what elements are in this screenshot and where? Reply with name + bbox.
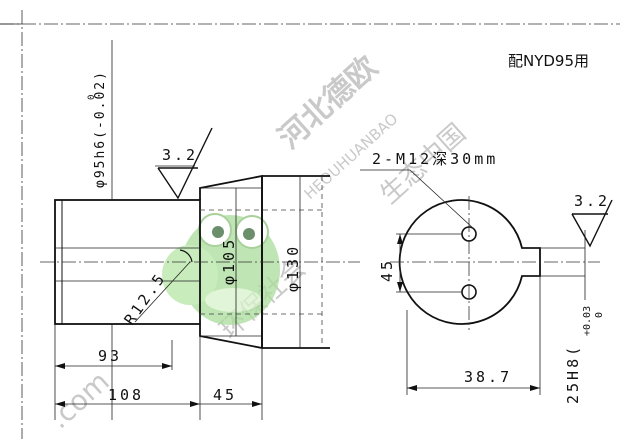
roughness-symbol-right: 3.2	[571, 192, 613, 248]
keyway-width-label: 25H8(	[564, 344, 582, 404]
dim-lengths: 93 108 45	[54, 324, 263, 420]
roughness-left-label: 3.2	[162, 146, 198, 164]
roughness-right-label: 3.2	[574, 192, 610, 210]
radius-label: R12.5	[121, 269, 170, 329]
len-93-label: 93	[98, 347, 122, 365]
end-view: 2-M12深30mm 45 38.7 25H8( +0.03 0	[360, 150, 605, 404]
thread-spec-label: 2-M12深30mm	[372, 150, 498, 168]
usage-note: 配NYD95用	[508, 52, 589, 70]
drawing-frame	[0, 10, 620, 439]
key-offset-label: 38.7	[464, 368, 512, 386]
flange-diameter-label: φ130	[284, 244, 302, 292]
dim-bore: φ105 φ130	[220, 176, 302, 348]
shaft-diameter-label: φ95h6(-0.02)	[93, 70, 108, 188]
shaft-diameter-upper: 0	[87, 95, 97, 100]
len-45-label: 45	[213, 386, 237, 404]
hole-spacing-label: 45	[378, 258, 396, 282]
watermark-domain: .com	[43, 365, 116, 435]
keyway-tol-lower: 0	[594, 312, 605, 318]
roughness-symbol-left: 3.2	[155, 127, 213, 200]
mascot-logo	[162, 213, 280, 325]
bore-diameter-label: φ105	[220, 237, 238, 285]
len-108-label: 108	[108, 386, 144, 404]
keyway-tol-upper: +0.03	[582, 306, 593, 336]
